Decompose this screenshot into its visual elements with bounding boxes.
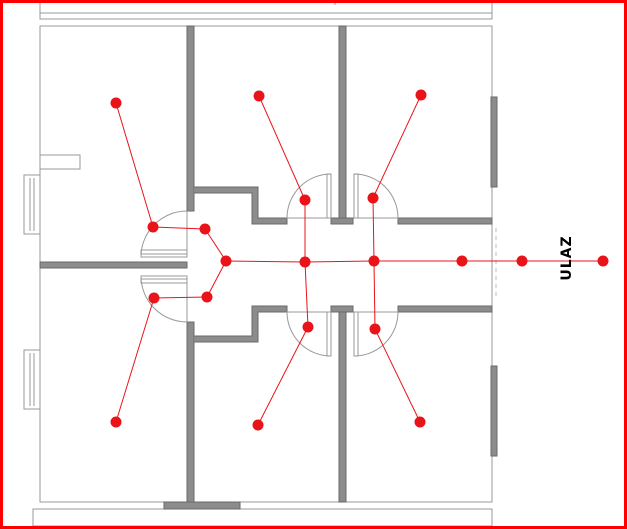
route-node-door-top-right	[367, 192, 379, 204]
route-node-room-top-left	[110, 97, 122, 109]
route-edge	[373, 260, 376, 330]
door-leaf-top-right	[353, 173, 359, 219]
route-node-hall-west	[220, 255, 232, 267]
route-node-door-top-middle	[299, 194, 311, 206]
route-node-entrance-outer	[597, 255, 609, 267]
entrance-label: ULAZ	[559, 235, 575, 280]
route-edge	[258, 95, 306, 201]
route-node-room-bottom-right	[414, 416, 426, 428]
corridor-wall-lower-mid	[330, 305, 354, 313]
west-window-upper	[23, 174, 41, 235]
route-edge	[372, 94, 422, 199]
door-leaf-bottom-middle	[326, 311, 332, 357]
route-edge	[304, 260, 375, 263]
corridor-wall-lower-left	[194, 305, 288, 343]
corridor-wall-upper-right	[397, 217, 493, 225]
door-arc-bottom-left	[140, 275, 188, 323]
route-node-door-bottom-right	[369, 323, 381, 335]
route-edge	[204, 228, 227, 262]
route-node-room-top-middle	[253, 90, 265, 102]
corridor-wall-lower-right	[397, 305, 493, 313]
door-leaf-bottom-left	[140, 278, 188, 284]
door-leaf-top-middle	[326, 173, 332, 219]
east-window-lower	[490, 365, 498, 457]
route-edge	[206, 260, 227, 298]
west-window-lower	[23, 349, 41, 410]
wall-bottom-stub	[163, 501, 241, 510]
route-edge	[225, 260, 306, 263]
route-node-door-top-left	[147, 221, 159, 233]
route-node-room-top-right	[415, 89, 427, 101]
corridor-wall-upper-mid	[330, 217, 354, 225]
route-edge	[304, 261, 309, 328]
route-node-entrance-inner	[516, 255, 528, 267]
route-edge	[115, 297, 155, 423]
route-node-hall-left-lower	[201, 291, 213, 303]
route-edge	[115, 102, 154, 228]
wall-left-upper	[186, 25, 195, 212]
route-node-door-bottom-left	[148, 292, 160, 304]
route-edge	[257, 326, 309, 426]
route-node-hall-left-upper	[199, 223, 211, 235]
door-leaf-top-left	[140, 249, 188, 255]
route-node-hall-center-right	[368, 255, 380, 267]
route-node-hall-east	[456, 255, 468, 267]
route-edge	[374, 328, 421, 423]
route-node-room-bottom-middle	[252, 419, 264, 431]
wall-left-horizontal	[39, 261, 188, 269]
route-node-room-bottom-left	[110, 416, 122, 428]
corridor-wall-upper-left	[194, 186, 288, 225]
wall-left-lower	[186, 321, 195, 503]
route-edge	[152, 226, 206, 230]
door-leaf-bottom-right	[353, 311, 359, 357]
route-edges	[115, 94, 603, 426]
wall-center-lower	[338, 310, 347, 503]
wall-center-upper	[338, 25, 347, 219]
west-ledge	[40, 154, 81, 170]
route-node-hall-center-left	[299, 256, 311, 268]
route-edge	[372, 197, 375, 262]
route-edge	[153, 296, 208, 299]
east-window-upper	[490, 96, 498, 188]
route-nodes	[110, 89, 609, 431]
route-node-door-bottom-middle	[302, 321, 314, 333]
